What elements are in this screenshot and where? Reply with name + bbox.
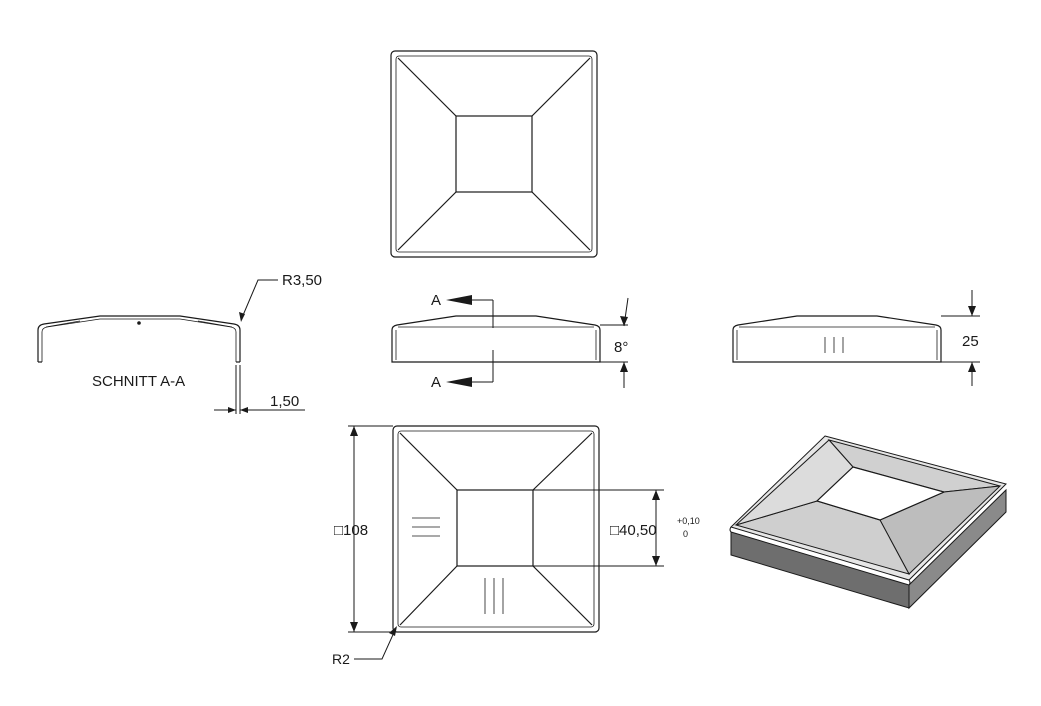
corner-radius-dim-label: R2 xyxy=(332,651,350,667)
section-marker-bottom: A xyxy=(431,374,441,391)
tolerance-lower: 0 xyxy=(683,529,688,539)
top-view xyxy=(390,50,598,258)
front-view: A A 8° xyxy=(391,292,629,391)
isometric-view xyxy=(729,435,1007,610)
side-view: 25 xyxy=(732,290,980,386)
angle-dim-label: 8° xyxy=(614,339,628,356)
outer-size-dim-label: □108 xyxy=(334,522,368,539)
tolerance-upper: +0,10 xyxy=(677,516,700,526)
section-label: SCHNITT A-A xyxy=(92,373,185,390)
inner-size-dim-label: □40,50 xyxy=(610,522,657,539)
height-dim-label: 25 xyxy=(962,333,979,350)
bottom-view: □108 □40,50 +0,10 0 R2 xyxy=(332,425,700,667)
radius-dim-label: R3,50 xyxy=(282,272,322,289)
section-marker-top: A xyxy=(431,292,441,309)
thickness-dim-label: 1,50 xyxy=(270,393,299,410)
section-view: SCHNITT A-A R3,50 1,50 xyxy=(37,272,322,414)
